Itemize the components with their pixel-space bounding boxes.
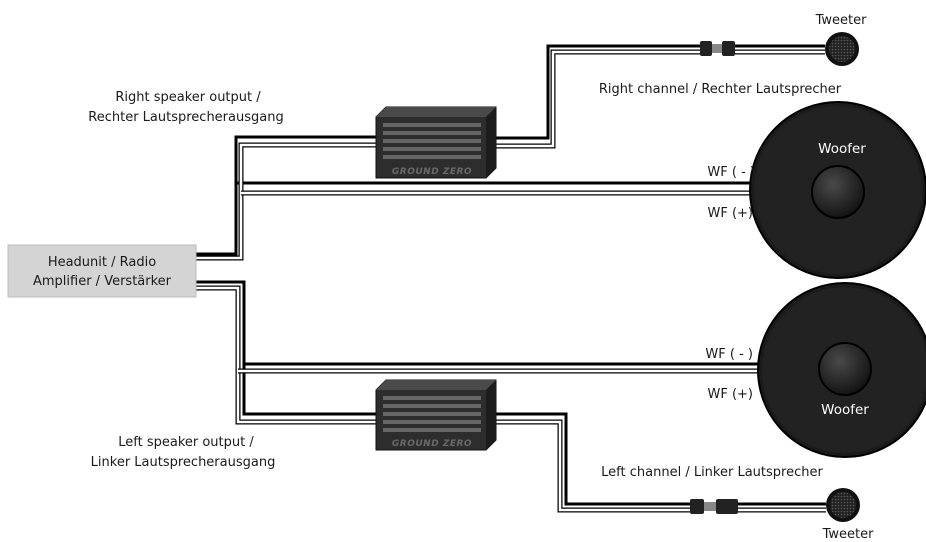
right-channel-label: Right channel / Rechter Lautsprecher [599,82,842,97]
crossover-left-fins [383,396,481,432]
tweeter-left [826,488,860,522]
right-wf-plus-label: WF (+) [708,206,754,221]
left-output-label-line2: Linker Lautsprecherausgang [91,455,276,470]
right-output-label-line2: Rechter Lautsprecherausgang [88,110,283,125]
crossover-left: GROUND ZERO [375,379,497,451]
headunit-box: Headunit / Radio Amplifier / Verstärker [7,244,197,298]
left-positive-wire [196,285,826,513]
headunit-label-line1: Headunit / Radio [48,255,156,270]
crossover-right-brand: GROUND ZERO [392,167,472,177]
left-wf-plus-label: WF (+) [708,387,754,402]
woofer-left: Woofer [757,282,926,458]
woofer-left-label: Woofer [821,402,869,418]
right-output-label-line1: Right speaker output / [115,90,261,105]
left-channel-label: Left channel / Linker Lautsprecher [601,465,823,480]
crossover-right: GROUND ZERO [375,106,497,179]
left-output-label-line1: Left speaker output / [118,435,254,450]
right-wf-minus-label: WF ( - ) [707,165,755,180]
right-negative-wire [196,44,825,256]
left-wf-minus-label: WF ( - ) [705,347,753,362]
tweeter-right [825,32,859,66]
headunit-label-line2: Amplifier / Verstärker [33,274,172,289]
headunit-rect [7,244,197,298]
crossover-right-fins [383,123,481,159]
wires [196,44,826,513]
tweeter-capacitor-right [700,41,735,56]
tweeter-left-label: Tweeter [822,527,875,542]
woofer-right: Woofer [749,101,926,279]
crossover-left-brand: GROUND ZERO [392,439,472,449]
right-positive-wire [196,49,825,261]
tweeter-capacitor-left [690,499,738,514]
tweeter-right-label: Tweeter [815,13,868,28]
left-negative-wire [196,280,826,506]
woofer-right-label: Woofer [818,141,866,157]
